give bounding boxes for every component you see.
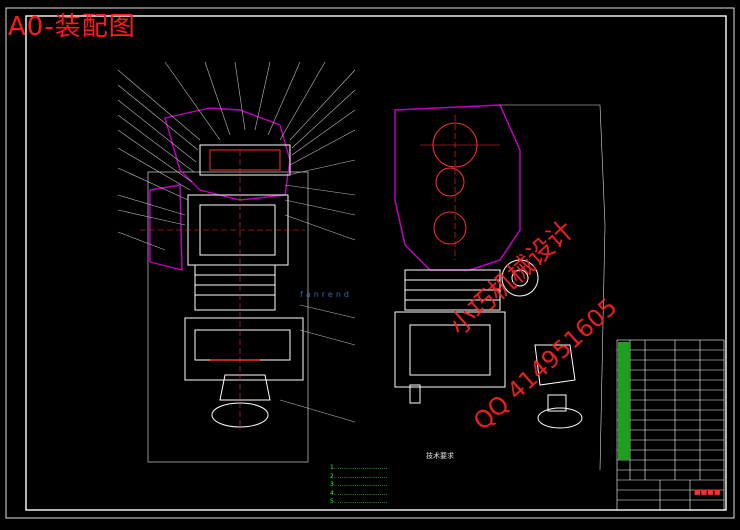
notes-line: 4. ..........................	[330, 489, 388, 497]
section-view-left	[140, 107, 305, 430]
front-view-right	[394, 104, 583, 429]
drawing-title: A0-装配图	[8, 12, 136, 42]
notes-heading: 技术要求	[426, 452, 454, 460]
view-boundary-left	[147, 171, 309, 463]
notes-line: 1. ..........................	[330, 464, 388, 472]
view-boundary-right	[500, 104, 606, 471]
technical-requirements: 技术要求 1. .......................... 2. ..…	[330, 452, 550, 506]
notes-line: 3. ..........................	[330, 481, 388, 489]
notes-line: 2. ..........................	[330, 472, 388, 480]
title-block-label: ■■■■	[694, 488, 721, 496]
watermark-logo-text: fanrend	[300, 290, 352, 299]
outer-border	[5, 7, 735, 519]
inner-border	[25, 15, 727, 511]
notes-line: 5. ..........................	[330, 498, 388, 506]
title-block	[616, 339, 725, 511]
leader-lines-left	[117, 61, 356, 423]
